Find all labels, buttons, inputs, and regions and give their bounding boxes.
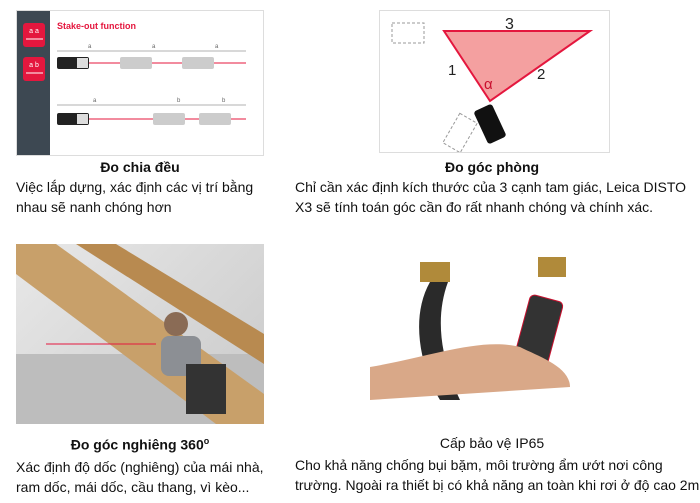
side-1-label: 1: [448, 62, 456, 79]
label: a: [152, 44, 156, 50]
waterproof-photo: [370, 257, 586, 400]
feature-description: Xác định độ dốc (nghiêng) của mái nhà, r…: [16, 457, 264, 497]
description-line: Chỉ cần xác định kích thước của 3 cạnh t…: [295, 179, 687, 195]
angle-label: α: [484, 76, 493, 93]
label: a: [88, 44, 92, 50]
feature-title: Đo góc nghiêng 360o: [16, 436, 264, 453]
feature-title: Cấp bảo vệ IP65: [439, 435, 545, 451]
room-angle-image: 3 1 2 α: [379, 10, 610, 153]
description-line: Cho khả năng chống bụi bặm, môi trường ẩ…: [295, 457, 663, 473]
description-line: nhau sẽ nanh chóng hơn: [16, 199, 172, 215]
label: b: [222, 98, 226, 104]
title-text: Đo góc nghiêng 360: [70, 436, 204, 453]
stairs-photo: [16, 244, 264, 424]
icon2-text: a b: [29, 62, 39, 69]
degree-sup: o: [203, 436, 210, 446]
description-line: X3 sẽ tính toán góc cần đo rất nhanh chó…: [295, 199, 654, 215]
description-line: ram dốc, mái dốc, cầu thang, vì kèo...: [16, 479, 250, 495]
side-3-label: 3: [505, 16, 514, 33]
label: b: [177, 98, 181, 104]
feature-description: Chỉ cần xác định kích thước của 3 cạnh t…: [295, 177, 686, 217]
feature-title: Đo góc phòng: [444, 159, 540, 175]
icon1-text: a a: [29, 28, 39, 35]
feature-description: Việc lắp dựng, xác định các vị trí bằng …: [16, 177, 253, 217]
label: a: [93, 98, 97, 104]
feature-description: Cho khả năng chống bụi bặm, môi trường ẩ…: [295, 455, 699, 495]
description-line: Việc lắp dựng, xác định các vị trí bằng: [16, 179, 254, 195]
stakeout-heading: Stake-out function: [57, 21, 136, 31]
side-2-label: 2: [537, 66, 545, 83]
description-line: trường. Ngoài ra thiết bị có khả năng an…: [295, 477, 700, 493]
stakeout-image: a a a b Stake-out function a a a a b b: [16, 10, 264, 156]
description-line: Xác định độ dốc (nghiêng) của mái nhà,: [16, 459, 264, 475]
label: a: [215, 44, 219, 50]
feature-title: Đo chia đều: [100, 159, 180, 175]
